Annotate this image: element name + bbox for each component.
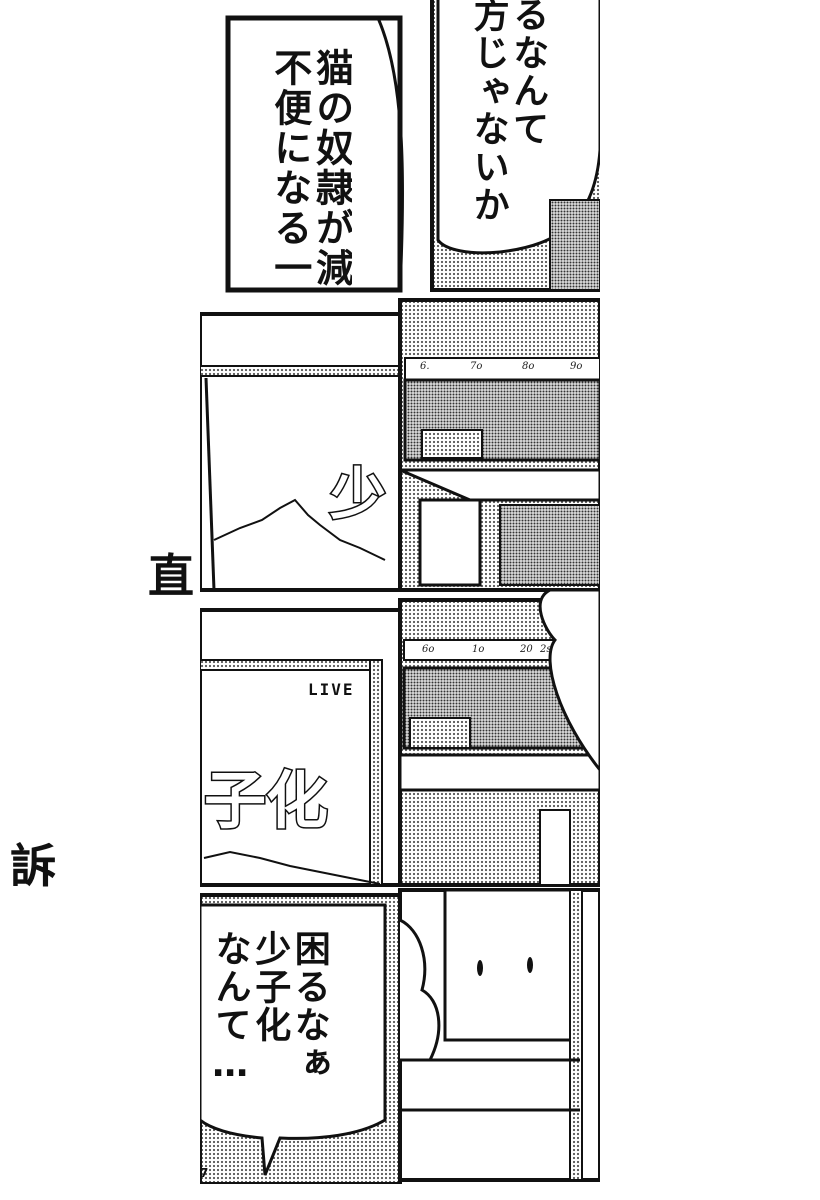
tick-row2-c: 20 [520, 644, 533, 655]
tv-live-indicator: LIVE [308, 680, 355, 699]
row4-right-panel [398, 888, 600, 1182]
speech-bubble-bottom: 困るなぁ 少子化 なんて… [209, 930, 330, 1087]
page-number: 7 [200, 1166, 209, 1180]
tick-row1-c: 8o [522, 361, 535, 372]
row3-right-panel [398, 588, 600, 887]
outside-char-upper: 直 [148, 549, 194, 603]
outside-char-lower: 訴 [10, 839, 56, 893]
row2-left-panel [200, 312, 402, 592]
manga-strip: るなんて 方じゃないか 猫の奴隷が減る 不便になる一方 少 LIVE 子化 困る… [200, 0, 600, 1184]
speech-bubble-top-right: るなんて 方じゃないか [467, 0, 549, 224]
tick-row2-d: 2s [540, 644, 552, 655]
panel-art [200, 0, 600, 1184]
row1-left-panel [225, 15, 405, 293]
tick-row2-b: 1o [472, 644, 485, 655]
tick-row1-d: 9o [570, 361, 583, 372]
tick-row2-a: 6o [422, 644, 435, 655]
tv-sfx-2: 子化 [202, 763, 329, 839]
caption-top-left: 猫の奴隷が減る 不便になる一方 [268, 48, 352, 290]
row3-left-panel [200, 608, 402, 887]
row1-right-panel [430, 0, 600, 292]
tick-row1-a: 6. [420, 361, 430, 372]
row2-right-panel [398, 298, 600, 592]
tv-sfx-1: 少 [329, 461, 388, 530]
tick-row1-b: 7o [470, 361, 483, 372]
